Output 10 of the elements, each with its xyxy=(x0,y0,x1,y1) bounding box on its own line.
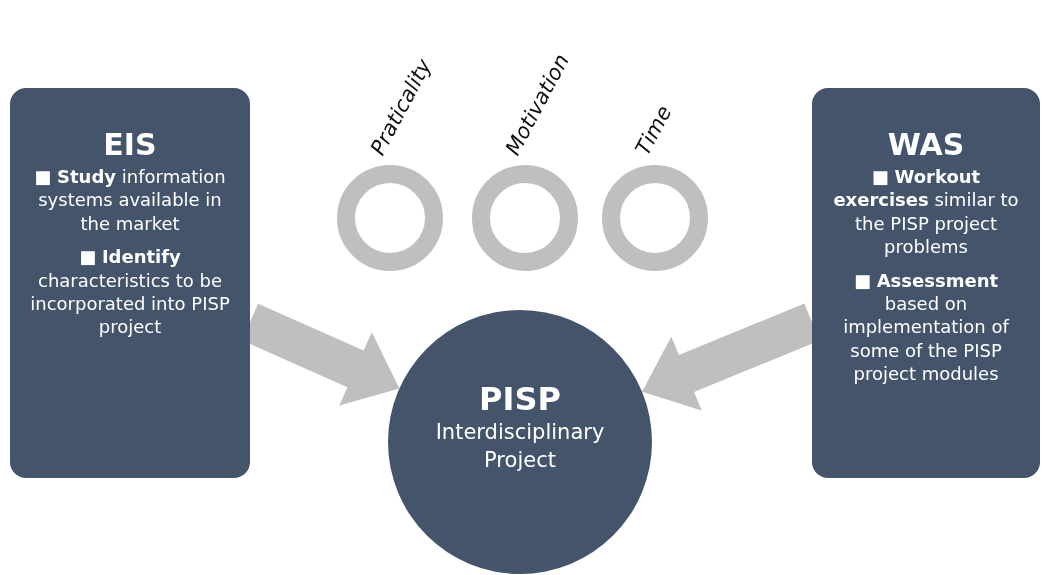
card-title: WAS xyxy=(887,128,965,161)
bullet-text: ■ Assessment based on implementation of some of the PISP project modules xyxy=(842,268,1011,386)
bullet-text: ■ Study information systems available in the market xyxy=(33,165,227,236)
bullet-text: ■ Workout exercises similar to the PISP project problems xyxy=(832,165,1020,259)
text-card xyxy=(812,88,1040,478)
circle-subtitle: Interdisciplinary Project xyxy=(434,418,606,474)
text-card xyxy=(10,88,250,478)
circle-title: PISP xyxy=(479,379,561,418)
bullet-text: ■ Identify characteristics to be incorporated into PISP project xyxy=(29,245,231,339)
card-title: EIS xyxy=(103,128,157,161)
